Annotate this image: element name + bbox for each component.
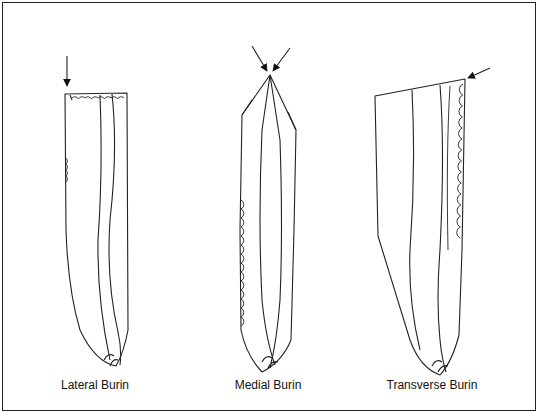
figure-label: Transverse Burin [387,378,478,392]
lateral-burin-drawing [65,56,128,366]
figure-label: Medial Burin [235,378,302,392]
figure-label: Lateral Burin [61,378,129,392]
frame [3,3,536,411]
transverse-burin-drawing [375,68,490,375]
medial-burin-drawing [240,46,296,372]
